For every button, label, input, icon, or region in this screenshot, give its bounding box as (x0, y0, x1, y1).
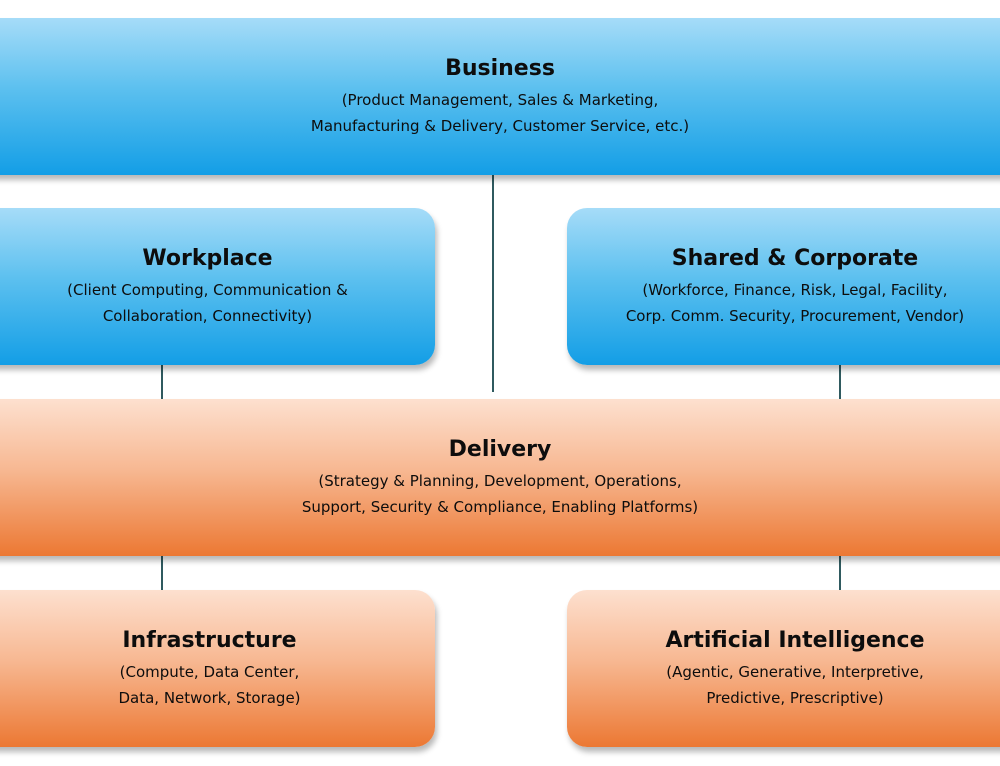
connector-delivery-ai (839, 556, 841, 590)
delivery-desc-line2: Support, Security & Compliance, Enabling… (301, 497, 699, 516)
artificial-intelligence-title: Artificial Intelligence (665, 627, 925, 653)
shared-corporate-box: Shared & Corporate (Workforce, Finance, … (567, 208, 1000, 365)
infrastructure-title: Infrastructure (122, 627, 297, 653)
business-title: Business (445, 55, 555, 81)
shared-corporate-desc-line1: (Workforce, Finance, Risk, Legal, Facili… (642, 280, 948, 299)
shared-corporate-desc-line2: Corp. Comm. Security, Procurement, Vendo… (625, 306, 965, 325)
infrastructure-desc-line2: Data, Network, Storage) (118, 688, 301, 707)
connector-delivery-infrastructure (161, 556, 163, 590)
workplace-desc-line1: (Client Computing, Communication & (67, 280, 348, 299)
infrastructure-desc-line1: (Compute, Data Center, (119, 662, 300, 681)
artificial-intelligence-desc-line2: Predictive, Prescriptive) (706, 688, 884, 707)
delivery-desc-line1: (Strategy & Planning, Development, Opera… (318, 471, 682, 490)
connector-workplace-delivery (161, 365, 163, 399)
infrastructure-box: Infrastructure (Compute, Data Center, Da… (0, 590, 435, 747)
connector-shared-delivery (839, 365, 841, 399)
connector-business-delivery (492, 172, 494, 392)
workplace-box: Workplace (Client Computing, Communicati… (0, 208, 435, 365)
artificial-intelligence-desc-line1: (Agentic, Generative, Interpretive, (666, 662, 924, 681)
delivery-title: Delivery (448, 436, 552, 462)
business-desc-line1: (Product Management, Sales & Marketing, (341, 90, 659, 109)
artificial-intelligence-box: Artificial Intelligence (Agentic, Genera… (567, 590, 1000, 747)
workplace-title: Workplace (142, 245, 273, 271)
business-desc-line2: Manufacturing & Delivery, Customer Servi… (310, 116, 690, 135)
workplace-desc-line2: Collaboration, Connectivity) (102, 306, 313, 325)
delivery-box: Delivery (Strategy & Planning, Developme… (0, 399, 1000, 556)
shared-corporate-title: Shared & Corporate (671, 245, 919, 271)
business-box: Business (Product Management, Sales & Ma… (0, 18, 1000, 175)
